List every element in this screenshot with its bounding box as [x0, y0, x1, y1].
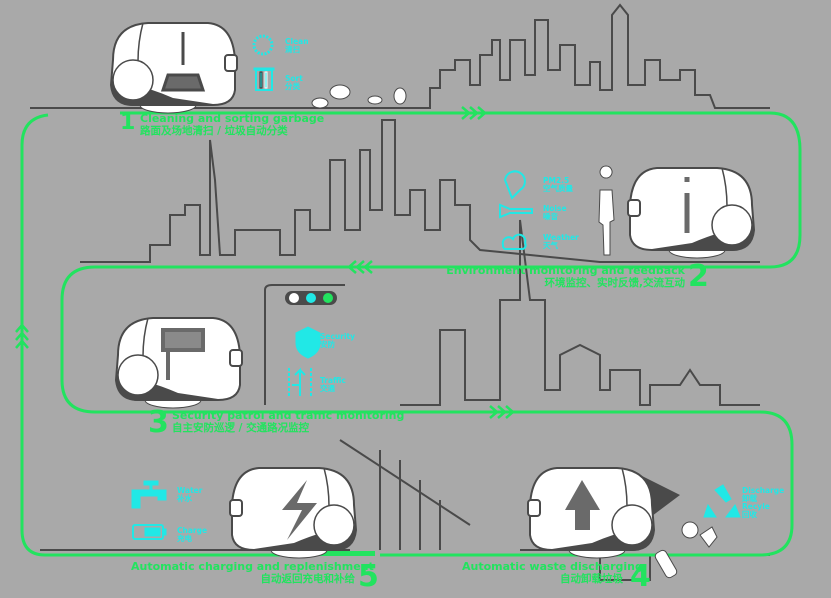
- step-5-title: Automatic charging and replenishment: [131, 560, 374, 573]
- camera-icon: [161, 328, 205, 380]
- route-path: [20, 111, 802, 557]
- arrow-right-icon: [461, 106, 487, 120]
- recycle-icon: [703, 484, 741, 518]
- step-2-title: Environment monitoring and feedback: [446, 264, 685, 277]
- step-4-subtitle: 自动卸载垃圾: [560, 573, 623, 585]
- pm25-label-zh: 空气质量: [543, 183, 573, 193]
- faucet-icon: [131, 480, 167, 509]
- step-number-4: 4: [630, 559, 651, 594]
- step-number-3: 3: [148, 405, 169, 440]
- security-label: Security: [320, 332, 356, 341]
- horn-icon: [499, 203, 533, 219]
- step-number-1: 1: [120, 110, 136, 135]
- charge-label-zh: 充电: [177, 533, 192, 543]
- robot-security: [115, 317, 243, 409]
- robot-monitoring: [627, 167, 755, 259]
- skyline-middle: [80, 119, 760, 263]
- charge-label: Charge: [177, 526, 208, 535]
- recycle-label: Recyle: [742, 501, 770, 511]
- waste-items: [654, 521, 718, 579]
- recycle-label-zh: 回收: [742, 509, 757, 519]
- step-number-2: 2: [688, 259, 709, 294]
- lightning-icon: [282, 480, 317, 540]
- person-silhouette: [598, 165, 615, 256]
- direction-arrows: [15, 106, 515, 419]
- pm25-label: PM2.5: [543, 176, 570, 185]
- noise-label-zh: 噪音: [543, 211, 558, 221]
- water-label: Water: [177, 486, 203, 495]
- skyline-lines: [30, 3, 770, 581]
- traffic-light: [285, 291, 337, 305]
- traffic-arrow-icon: [288, 367, 312, 396]
- step-1-subtitle: 路面及场地清扫 / 垃圾自动分类: [140, 125, 288, 137]
- mask-icon: [503, 170, 526, 200]
- traffic-label-zh: 交通: [320, 383, 335, 393]
- traffic-label: Traffic: [320, 376, 346, 385]
- discharge-label-zh: 卸载: [742, 493, 757, 503]
- bottom-ground: [40, 439, 770, 581]
- sun-brush-icon: [252, 34, 274, 56]
- sort-label-zh: 分类: [285, 81, 300, 91]
- robot-charging: [229, 467, 357, 559]
- step-1-title: Cleaning and sorting garbage: [140, 112, 325, 125]
- step-number-5: 5: [358, 559, 379, 594]
- noise-label: Noise: [543, 204, 567, 213]
- weather-icon: [501, 233, 527, 250]
- robot-cleaning: [110, 22, 238, 114]
- battery-icon: [132, 524, 167, 540]
- arrow-right-icon: [489, 405, 515, 419]
- security-label-zh: 安防: [320, 339, 335, 349]
- discharge-label: Discharge: [742, 486, 785, 495]
- clean-label-zh: 清扫: [285, 44, 300, 54]
- upload-arrow-icon: [565, 480, 600, 530]
- clean-label: Clean: [285, 37, 309, 46]
- charge-bar-fill: [305, 551, 375, 556]
- skyline-top: [30, 3, 770, 109]
- weather-label-zh: 天气: [543, 240, 558, 250]
- trash-bin-icon: [253, 67, 275, 91]
- step-5-subtitle: 自动返回充电和补给: [260, 573, 356, 585]
- weather-label: Weather: [543, 233, 579, 242]
- step-3-subtitle: 自主安防巡逻 / 交通路况监控: [172, 422, 310, 434]
- step-2-subtitle: 环境监控、实时反馈,交流互动: [544, 277, 686, 289]
- shield-icon: [295, 326, 321, 359]
- step-4-title: Automatic waste discharging: [462, 560, 643, 573]
- arrow-up-icon: [15, 323, 29, 349]
- water-label-zh: 补水: [177, 493, 192, 503]
- skyline-bottom: [400, 219, 760, 406]
- step-3-title: Security patrol and traffic monitoring: [172, 409, 405, 422]
- sort-label: Sort: [285, 74, 303, 83]
- broom-icon: [160, 32, 206, 92]
- robot-discharging: [527, 467, 680, 559]
- plants-decoration: [311, 84, 407, 109]
- traffic-pole: [264, 284, 345, 405]
- arrow-left-icon: [347, 260, 373, 274]
- feature-icons: [131, 34, 741, 540]
